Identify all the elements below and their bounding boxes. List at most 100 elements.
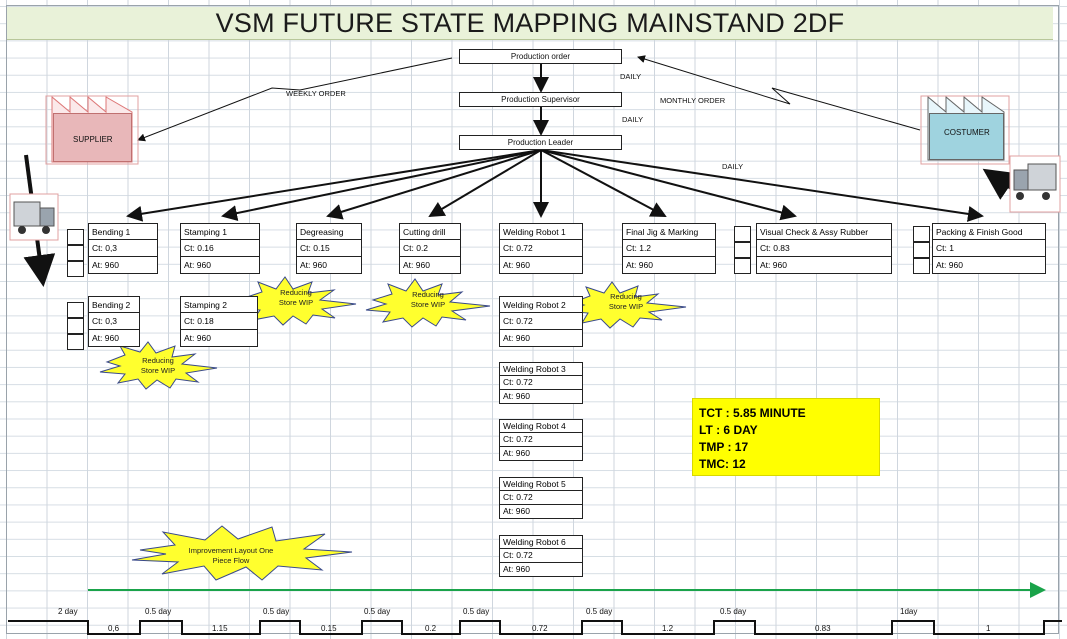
monthly-order-line (638, 57, 920, 130)
timeline-wait: 0.5 day (720, 607, 746, 616)
summary-tmp: TMP : 17 (699, 439, 879, 456)
timeline-wait: 0.5 day (364, 607, 390, 616)
process-at: At: 960 (499, 390, 583, 404)
timeline-cycle: 0,6 (108, 624, 119, 633)
process-cutting-drill: Cutting drill Ct: 0.2 At: 960 (399, 223, 461, 274)
process-name: Stamping 2 (180, 296, 258, 313)
process-name: Cutting drill (399, 223, 461, 240)
process-bending-2: Bending 2 Ct: 0,3 At: 960 (88, 296, 140, 347)
process-name: Welding Robot 2 (499, 296, 583, 313)
supplier-label-text: SUPPLIER (73, 135, 113, 144)
process-ct: Ct: 0.2 (399, 240, 461, 257)
summary-tct: TCT : 5.85 MINUTE (699, 405, 879, 422)
production-leader-box: Production Leader (459, 135, 622, 150)
process-welding-robot-4: Welding Robot 4 Ct: 0.72 At: 960 (499, 419, 583, 461)
daily-label-3: DAILY (722, 162, 743, 171)
process-welding-robot-6: Welding Robot 6 Ct: 0.72 At: 960 (499, 535, 583, 577)
process-at: At: 960 (88, 257, 158, 274)
process-visual-check-assy-rubber: Visual Check & Assy Rubber Ct: 0.83 At: … (756, 223, 892, 274)
process-name: Degreasing (296, 223, 362, 240)
process-name: Bending 2 (88, 296, 140, 313)
kaizen-text: Store WIP (411, 300, 445, 309)
timeline-wait: 2 day (58, 607, 78, 616)
process-at: At: 960 (499, 257, 583, 274)
kaizen-burst-label: Reducing Store WIP (266, 288, 326, 308)
process-ct: Ct: 1.2 (622, 240, 716, 257)
process-name: Welding Robot 3 (499, 362, 583, 376)
monthly-order-label: MONTHLY ORDER (660, 96, 725, 105)
summary-lt: LT : 6 DAY (699, 422, 879, 439)
inventory-square (913, 226, 930, 242)
process-at: At: 960 (622, 257, 716, 274)
process-ct: Ct: 0.72 (499, 313, 583, 330)
inventory-square (67, 334, 84, 350)
inventory-square (913, 242, 930, 258)
process-ct: Ct: 0,3 (88, 313, 140, 330)
timeline-wait: 0.5 day (463, 607, 489, 616)
process-name: Final Jig & Marking (622, 223, 716, 240)
timeline-cycle: 0.15 (321, 624, 337, 633)
process-name: Bending 1 (88, 223, 158, 240)
process-at: At: 960 (180, 330, 258, 347)
process-at: At: 960 (180, 257, 260, 274)
process-at: At: 960 (499, 447, 583, 461)
process-ct: Ct: 0.16 (180, 240, 260, 257)
kaizen-text: Reducing (412, 290, 444, 299)
kaizen-text: Reducing (142, 356, 174, 365)
process-ct: Ct: 0.72 (499, 433, 583, 447)
weekly-order-line (138, 58, 452, 140)
timeline-cycle: 0.2 (425, 624, 436, 633)
timeline-cycle: 1.15 (212, 624, 228, 633)
timeline-wait: 0.5 day (586, 607, 612, 616)
inventory-square (913, 258, 930, 274)
kaizen-text: Store WIP (141, 366, 175, 375)
process-at: At: 960 (499, 330, 583, 347)
process-ct: Ct: 0.72 (499, 376, 583, 390)
process-ct: Ct: 0.18 (180, 313, 258, 330)
process-bending-1: Bending 1 Ct: 0,3 At: 960 (88, 223, 158, 274)
process-stamping-2: Stamping 2 Ct: 0.18 At: 960 (180, 296, 258, 347)
inventory-square (67, 229, 84, 245)
kaizen-text: Store WIP (279, 298, 313, 307)
customer-truck-icon (1010, 156, 1060, 212)
process-ct: Ct: 1 (932, 240, 1046, 257)
kaizen-burst-label: Reducing Store WIP (128, 356, 188, 376)
process-name: Welding Robot 4 (499, 419, 583, 433)
kaizen-burst-label: Reducing Store WIP (596, 292, 656, 312)
process-at: At: 960 (296, 257, 362, 274)
supplier-truck-icon (10, 194, 58, 240)
process-packing-finish-good: Packing & Finish Good Ct: 1 At: 960 (932, 223, 1046, 274)
process-ct: Ct: 0,3 (88, 240, 158, 257)
process-at: At: 960 (399, 257, 461, 274)
summary-tmc: TMC: 12 (699, 456, 879, 473)
process-at: At: 960 (756, 257, 892, 274)
process-at: At: 960 (88, 330, 140, 347)
kaizen-burst-label: Reducing Store WIP (398, 290, 458, 310)
daily-label-1: DAILY (620, 72, 641, 81)
process-at: At: 960 (499, 563, 583, 577)
process-ct: Ct: 0.72 (499, 491, 583, 505)
inventory-square (734, 258, 751, 274)
timeline-cycle: 1 (986, 624, 990, 633)
production-supervisor-box: Production Supervisor (459, 92, 622, 107)
process-name: Welding Robot 5 (499, 477, 583, 491)
process-welding-robot-3: Welding Robot 3 Ct: 0.72 At: 960 (499, 362, 583, 404)
inventory-square (67, 302, 84, 318)
inventory-square (67, 245, 84, 261)
timeline-wait: 0.5 day (145, 607, 171, 616)
inventory-square (67, 261, 84, 277)
timeline-cycle: 0.83 (815, 624, 831, 633)
process-welding-robot-2: Welding Robot 2 Ct: 0.72 At: 960 (499, 296, 583, 347)
summary-box: TCT : 5.85 MINUTE LT : 6 DAY TMP : 17 TM… (692, 398, 880, 476)
inventory-square (67, 318, 84, 334)
process-ct: Ct: 0.83 (756, 240, 892, 257)
customer-label-text: COSTUMER (944, 128, 990, 137)
kaizen-text: Reducing (280, 288, 312, 297)
timeline-cycle: 1.2 (662, 624, 673, 633)
timeline-cycle: 0.72 (532, 624, 548, 633)
daily-label-2: DAILY (622, 115, 643, 124)
timeline-wait: 0.5 day (263, 607, 289, 616)
timeline-wait: 1day (900, 607, 917, 616)
kaizen-text: Improvement Layout One (189, 546, 274, 555)
process-final-jig-marking: Final Jig & Marking Ct: 1.2 At: 960 (622, 223, 716, 274)
